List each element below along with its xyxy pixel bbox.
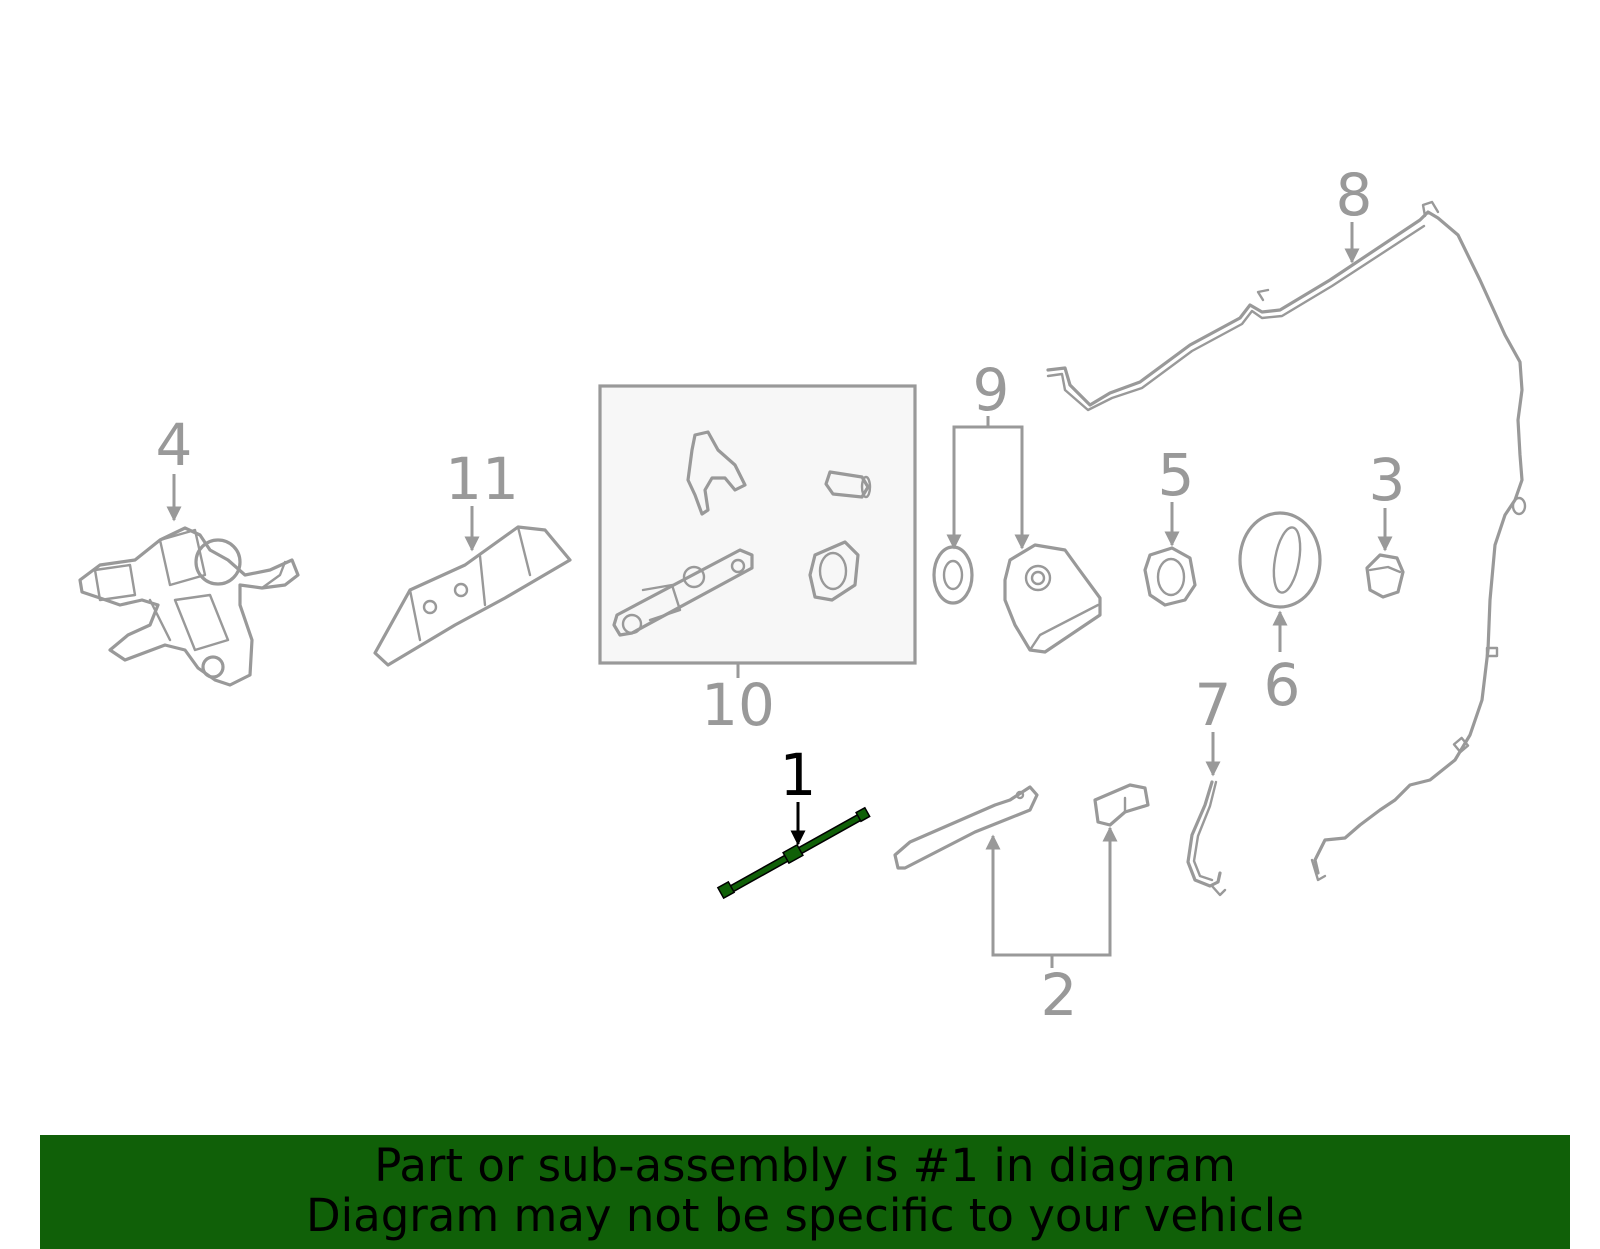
banner-line-1: Part or sub-assembly is #1 in diagram xyxy=(374,1139,1236,1192)
callout-10[interactable]: 10 xyxy=(701,671,775,739)
callout-4[interactable]: 4 xyxy=(156,411,193,479)
callout-3[interactable]: 3 xyxy=(1369,446,1406,514)
callout-2[interactable]: 2 xyxy=(1041,961,1078,1029)
leader-9 xyxy=(952,425,1024,545)
leader-2 xyxy=(991,830,1112,957)
part-3-plug[interactable] xyxy=(1365,553,1405,599)
callout-8[interactable]: 8 xyxy=(1336,161,1373,229)
callout-1[interactable]: 1 xyxy=(780,741,817,809)
part-10-lock-kit-box[interactable] xyxy=(598,384,917,665)
part-9-washer-and-housing[interactable] xyxy=(932,543,1102,654)
info-banner: Part or sub-assembly is #1 in diagram Di… xyxy=(40,1135,1570,1249)
part-4-steering-column[interactable] xyxy=(78,526,300,687)
callout-5[interactable]: 5 xyxy=(1158,441,1195,509)
banner-line-2: Diagram may not be specific to your vehi… xyxy=(306,1189,1304,1242)
part-11-column-cover[interactable] xyxy=(373,525,572,667)
part-8-cable-harness[interactable] xyxy=(1046,200,1527,882)
part-6-bezel-ring[interactable] xyxy=(1238,511,1322,609)
callout-11[interactable]: 11 xyxy=(445,445,519,513)
part-5-hex-nut[interactable] xyxy=(1143,546,1197,607)
part-1-selected-rod[interactable] xyxy=(716,806,871,900)
callout-9[interactable]: 9 xyxy=(973,356,1010,424)
callout-7[interactable]: 7 xyxy=(1195,671,1232,739)
part-2-lever-and-clip[interactable] xyxy=(893,783,1150,870)
callout-6[interactable]: 6 xyxy=(1264,651,1301,719)
part-7-rod[interactable] xyxy=(1186,780,1227,897)
